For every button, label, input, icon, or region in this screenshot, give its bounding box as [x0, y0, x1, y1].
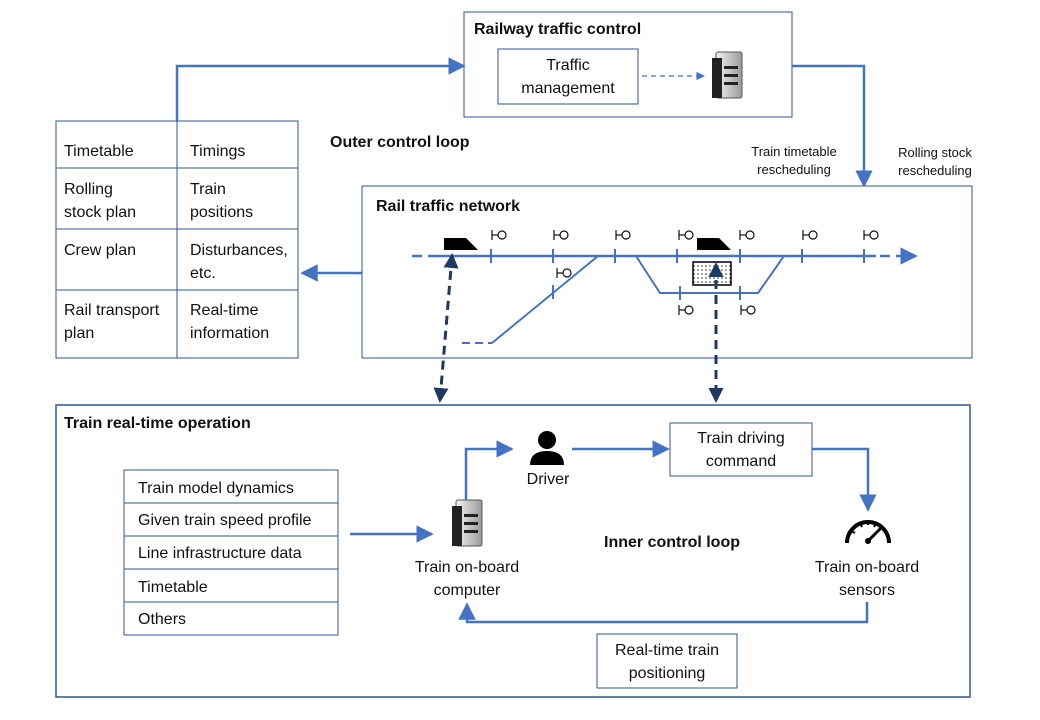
- table-cell-realtime-info-line2: information: [190, 325, 269, 342]
- speedometer-icon: [845, 520, 891, 544]
- signal-icon: [739, 230, 755, 240]
- traffic-management-line1: Traffic: [546, 57, 590, 74]
- rail-traffic-network-box: Rail traffic network: [361, 185, 973, 359]
- onboard-sensors-line1: Train on-board: [815, 559, 919, 576]
- outer-control-loop-label: Outer control loop: [330, 134, 470, 151]
- train-icon-left: [444, 238, 478, 250]
- input-train-model-dynamics: Train model dynamics: [138, 480, 294, 497]
- train-icon-right: [697, 238, 731, 250]
- table-cell-rail-transport-line1: Rail transport: [64, 302, 160, 319]
- table-cell-disturbances-line2: etc.: [190, 265, 216, 282]
- network-operation-link-left: [433, 253, 459, 403]
- signal-icon: [615, 230, 631, 240]
- rail-traffic-network-title: Rail traffic network: [376, 198, 520, 215]
- input-line-infrastructure: Line infrastructure data: [138, 545, 302, 562]
- table-cell-train-positions-line2: positions: [190, 204, 253, 221]
- control-to-network-arrow: [792, 64, 873, 188]
- train-position-marker: [692, 261, 732, 286]
- table-cell-train-positions-line1: Train: [190, 181, 226, 198]
- track-ticks: [490, 249, 865, 300]
- computer-to-driver-arrow: [464, 440, 514, 500]
- traffic-management-box: [497, 48, 639, 105]
- driving-command-line1: Train driving: [697, 430, 784, 447]
- server-icon: [712, 51, 743, 99]
- signal-icon: [802, 230, 818, 240]
- inner-control-loop-label: Inner control loop: [604, 534, 740, 551]
- signal-icon: [556, 268, 572, 278]
- railway-traffic-control-title: Railway traffic control: [474, 21, 641, 38]
- operation-inputs-list: Train model dynamics Given train speed p…: [123, 469, 339, 636]
- driver-label: Driver: [527, 471, 570, 488]
- table-cell-timings: Timings: [190, 143, 245, 160]
- onboard-computer-icon: [452, 499, 483, 547]
- signal-icon: [740, 305, 756, 315]
- train-timetable-rescheduling-line2: rescheduling: [757, 162, 831, 177]
- table-cell-realtime-info-line1: Real-time: [190, 302, 259, 319]
- signal-group: [491, 230, 879, 315]
- table-cell-rolling-stock-line2: stock plan: [64, 204, 136, 221]
- realtime-positioning-box: [596, 633, 738, 689]
- table-cell-timetable: Timetable: [64, 143, 134, 160]
- rolling-stock-rescheduling-line2: rescheduling: [898, 163, 972, 178]
- onboard-sensors-line2: sensors: [839, 582, 895, 599]
- table-to-control-arrow: [175, 57, 466, 121]
- input-timetable: Timetable: [138, 579, 208, 596]
- signal-icon: [863, 230, 879, 240]
- train-timetable-rescheduling-line1: Train timetable: [751, 144, 837, 159]
- traffic-management-line2: management: [521, 80, 615, 97]
- signal-icon: [678, 305, 694, 315]
- realtime-positioning-line1: Real-time train: [615, 642, 719, 659]
- input-given-speed-profile: Given train speed profile: [138, 512, 312, 529]
- sensors-to-computer-arrow: [458, 602, 869, 624]
- railway-traffic-control-box: Railway traffic control Traffic manageme…: [463, 11, 793, 118]
- table-cell-disturbances-line1: Disturbances,: [190, 242, 288, 259]
- train-realtime-operation-title: Train real-time operation: [64, 415, 251, 432]
- command-to-sensors-arrow: [812, 447, 877, 512]
- info-table: Timetable Timings Rolling stock plan Tra…: [55, 120, 299, 359]
- onboard-computer-line1: Train on-board: [415, 559, 519, 576]
- onboard-computer-line2: computer: [434, 582, 501, 599]
- driver-person-icon: [530, 431, 564, 465]
- signal-icon: [491, 230, 507, 240]
- table-cell-rail-transport-line2: plan: [64, 325, 94, 342]
- signal-icon: [553, 230, 569, 240]
- signal-icon: [678, 230, 694, 240]
- realtime-positioning-line2: positioning: [629, 665, 706, 682]
- table-cell-crew-plan: Crew plan: [64, 242, 136, 259]
- input-others: Others: [138, 611, 186, 628]
- rolling-stock-rescheduling-line1: Rolling stock: [898, 145, 972, 160]
- driving-command-line2: command: [706, 453, 776, 470]
- table-cell-rolling-stock-line1: Rolling: [64, 181, 113, 198]
